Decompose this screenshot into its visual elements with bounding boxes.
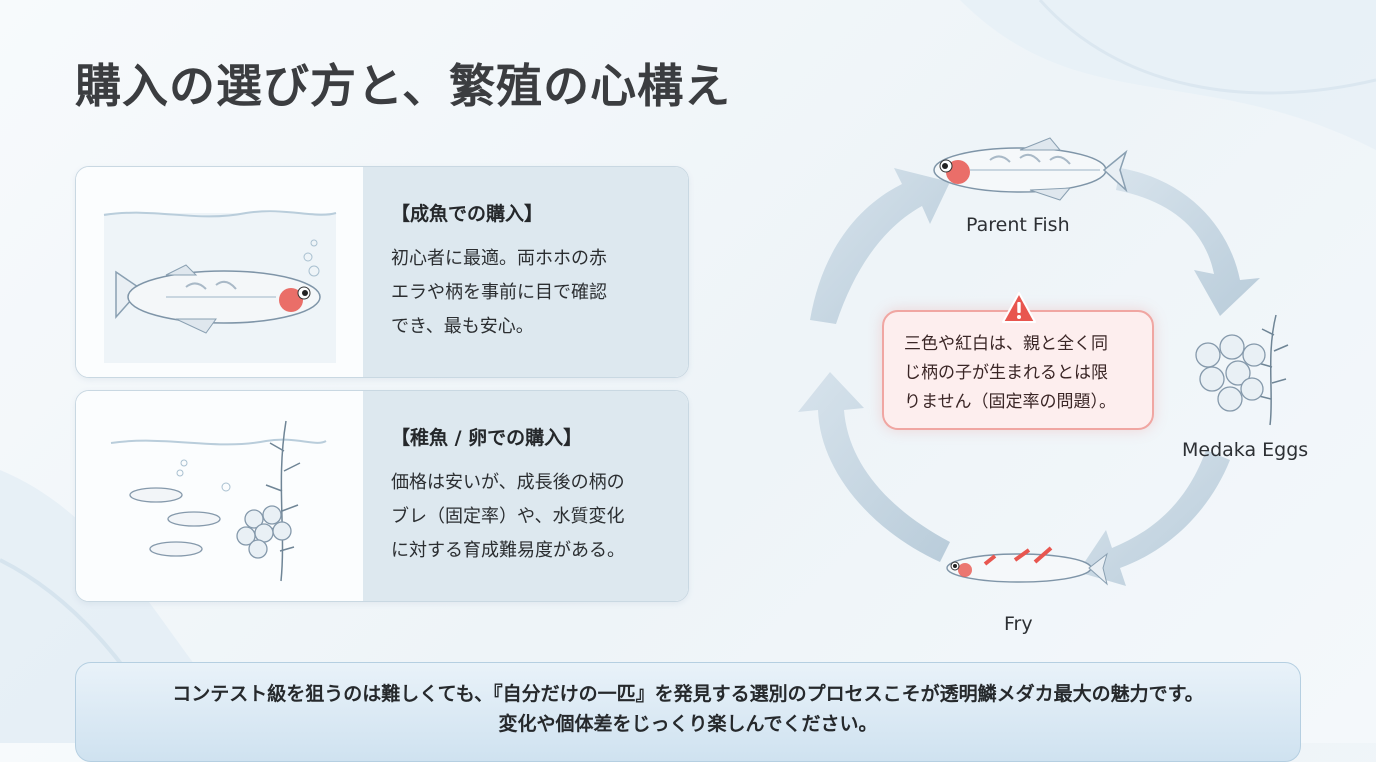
cycle-arrow-icon (798, 372, 950, 562)
card-body: 価格は安いが、成長後の柄の ブレ（固定率）や、水質変化 に対する育成難易度がある… (391, 472, 625, 561)
card-body: 初心者に最適。両ホホの赤 エラや柄を事前に目で確認 でき、最も安心。 (391, 248, 607, 337)
egg-cluster-icon (236, 505, 292, 559)
breeding-cycle-diagram (798, 137, 1289, 586)
adult-fish-illustration (76, 167, 363, 377)
fry-eggs-illustration (76, 391, 363, 601)
card-adult-fish: 【成魚での購入】 初心者に最適。両ホホの赤 エラや柄を事前に目で確認 でき、最も… (75, 166, 689, 378)
fry-label: Fry (1004, 613, 1033, 635)
warning-callout: 三色や紅白は、親と全く同 じ柄の子が生まれるとは限 りません（固定率の問題）。 (882, 310, 1154, 430)
fish-icon (115, 264, 321, 334)
cycle-arrow-icon (810, 168, 950, 324)
cycle-arrow-icon (1116, 168, 1260, 316)
cycle-arrow-icon (1078, 450, 1230, 586)
card-fry-eggs: 【稚魚 / 卵での購入】 価格は安いが、成長後の柄の ブレ（固定率）や、水質変化… (75, 390, 689, 602)
parent-fish-icon (933, 137, 1128, 201)
parent-fish-label: Parent Fish (966, 214, 1070, 236)
bottom-message-line: コンテスト級を狙うのは難しくても、『自分だけの一匹』を発見する選別のプロセスこそ… (172, 683, 1204, 705)
fry-icon (129, 487, 221, 557)
medaka-eggs-icon (1195, 314, 1289, 426)
warning-icon (1002, 292, 1036, 323)
card-heading: 【稚魚 / 卵での購入】 (391, 427, 583, 449)
medaka-eggs-label: Medaka Eggs (1182, 439, 1309, 461)
card-heading: 【成魚での購入】 (391, 203, 544, 225)
page-title: 購入の選び方と、繁殖の心構え (75, 59, 732, 113)
bottom-message-line: 変化や個体差をじっくり楽しんでください。 (498, 713, 878, 735)
fry-fish-icon (946, 546, 1108, 586)
bottom-message-banner: コンテスト級を狙うのは難しくても、『自分だけの一匹』を発見する選別のプロセスこそ… (75, 662, 1301, 762)
plant-icon (265, 420, 301, 582)
